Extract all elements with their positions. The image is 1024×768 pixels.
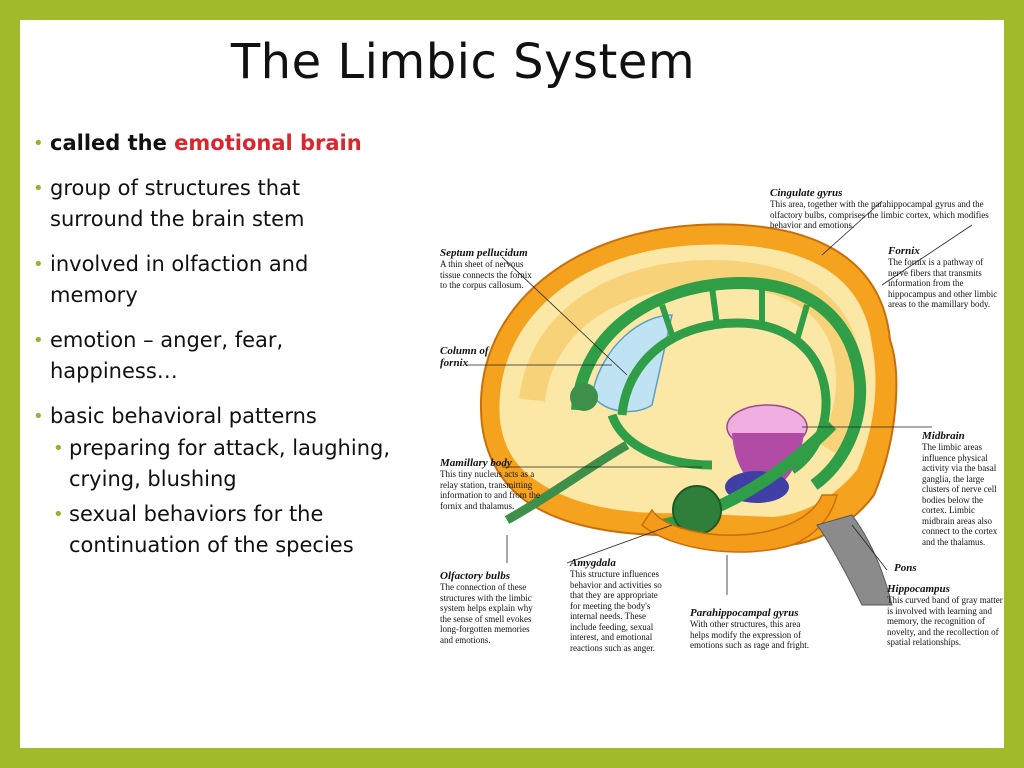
label-amygdala: Amygdala This structure influences behav… [570,557,662,653]
label-midbrain: Midbrain The limbic areas influence phys… [922,430,998,547]
limbic-diagram: Cingulate gyrus This area, together with… [412,165,1003,653]
slide-title: The Limbic System [230,34,696,90]
fornix-bridge [659,286,810,341]
label-septum-pellucidum: Septum pellucidum A thin sheet of nervou… [440,247,532,290]
fornix-arc [571,276,867,490]
olfactory-tract [504,441,630,524]
septum-shape [591,314,673,413]
sub-bullet-sexual: sexual behaviors for the continuation of… [50,499,400,561]
amygdala-shape [672,485,722,535]
sub-bullet-attack: preparing for attack, laughing, crying, … [50,433,400,495]
bullet-behavioral-patterns: basic behavioral patterns preparing for … [30,401,400,561]
brain-illustration [467,200,973,606]
label-hippocampus: Hippocampus This curved band of gray mat… [887,583,1003,647]
emphasis-text: emotional brain [174,131,362,155]
label-mamillary-body: Mamillary body This tiny nucleus acts as… [440,457,540,511]
label-olfactory-bulbs: Olfactory bulbs The connection of these … [440,570,533,645]
bullet-emotional-brain: called the emotional brain [30,128,400,159]
fornix-column [607,413,713,470]
bullet-behavioral-text: basic behavioral patterns [50,404,317,428]
bullet-olfaction: involved in olfaction and memory [30,249,400,311]
mamillary-shape [570,383,598,411]
label-parahippocampal-gyrus: Parahippocampal gyrus With other structu… [690,607,809,650]
bullet-list: called the emotional brain group of stru… [30,128,400,575]
slide: The Limbic System called the emotional b… [20,20,1004,748]
sub-bullet-list: preparing for attack, laughing, crying, … [50,433,400,561]
label-fornix: Fornix The fornix is a pathway of nerve … [888,245,998,309]
label-column-of-fornix: Column of fornix [440,345,489,369]
label-pons: Pons [894,562,917,574]
pons-shape [816,514,893,606]
label-cingulate-gyrus: Cingulate gyrus This area, together with… [770,187,989,230]
parahippocampal-shape [641,494,838,553]
leader-lines [467,200,973,595]
bullet-lead-text: called the [50,131,175,155]
bullet-emotion: emotion – anger, fear, happiness… [30,325,400,387]
bullet-structures: group of structures that surround the br… [30,173,400,235]
